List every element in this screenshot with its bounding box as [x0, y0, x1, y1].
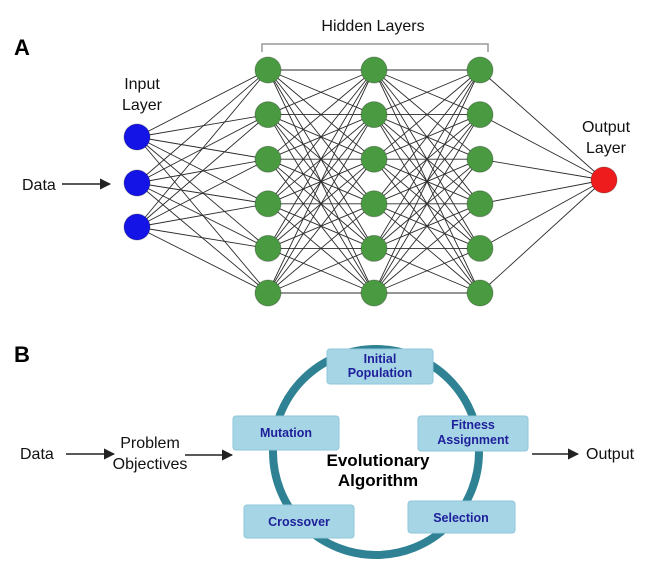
network-edge — [136, 69, 269, 228]
network-edge — [373, 69, 481, 205]
network-edge — [373, 203, 481, 294]
network-nodes — [123, 56, 618, 307]
hidden-node — [254, 279, 282, 307]
step-box — [232, 415, 340, 451]
network-edge — [267, 69, 375, 249]
step-fitness-assignment: Fitness Assignment — [417, 415, 529, 452]
network-edge — [267, 69, 375, 205]
step-label-line1: Fitness — [451, 418, 495, 432]
step-selection: Selection — [407, 500, 516, 534]
input-layer-label-line2: Layer — [122, 97, 163, 114]
network-edge — [267, 203, 375, 294]
step-crossover: Crossover — [243, 504, 355, 539]
network-edge — [267, 69, 375, 294]
step-label-line1: Initial — [364, 352, 397, 366]
hidden-node — [360, 279, 388, 307]
step-box — [407, 500, 516, 534]
center-label-line1: Evolutionary — [327, 451, 431, 470]
hidden-layers-label: Hidden Layers — [321, 18, 424, 35]
network-edge — [479, 179, 605, 205]
hidden-node — [466, 190, 494, 218]
network-edge — [479, 158, 605, 181]
hidden-node — [360, 234, 388, 262]
hidden-layers-bracket — [261, 43, 489, 52]
step-label-line2: Population — [348, 366, 413, 380]
panel-b-data-label: Data — [20, 446, 54, 463]
network-edge — [373, 114, 481, 294]
network-edge — [136, 203, 269, 228]
hidden-node — [466, 145, 494, 173]
hidden-node — [254, 234, 282, 262]
network-edge — [479, 69, 605, 181]
step-label-line2: Assignment — [437, 433, 509, 447]
network-edge — [479, 179, 605, 249]
hidden-node — [466, 56, 494, 84]
step-label: Mutation — [260, 426, 312, 440]
step-box — [243, 504, 355, 539]
problem-objectives-line1: Problem — [120, 435, 180, 452]
step-label: Crossover — [268, 515, 330, 529]
hidden-node — [360, 145, 388, 173]
center-label-line2: Algorithm — [338, 471, 418, 490]
network-edge — [373, 158, 481, 294]
network-edge — [136, 158, 269, 228]
hidden-node — [360, 190, 388, 218]
hidden-node — [254, 101, 282, 129]
network-edge — [267, 69, 375, 116]
input-node — [123, 123, 151, 151]
problem-objectives-line2: Objectives — [113, 456, 188, 473]
hidden-node — [254, 56, 282, 84]
network-edge — [267, 247, 375, 294]
network-edge — [479, 114, 605, 181]
panel-b: B Evolutionary Algorithm Data Problem Ob… — [14, 342, 635, 559]
network-edge — [136, 69, 269, 184]
output-layer-label-line2: Layer — [586, 140, 627, 157]
network-edge — [373, 69, 481, 249]
panel-a: A Hidden Layers Input Layer Output Layer… — [14, 18, 631, 307]
hidden-node — [360, 56, 388, 84]
hidden-node — [466, 234, 494, 262]
input-layer-label-line1: Input — [124, 76, 160, 93]
input-node — [123, 213, 151, 241]
output-node — [590, 166, 618, 194]
network-edge — [373, 69, 481, 160]
panel-a-label: A — [14, 35, 30, 60]
network-edge — [136, 226, 269, 249]
input-node — [123, 169, 151, 197]
hidden-node — [466, 279, 494, 307]
network-edge — [136, 114, 269, 138]
step-mutation: Mutation — [232, 415, 340, 451]
hidden-node — [360, 101, 388, 129]
network-edge — [267, 69, 375, 160]
network-edge — [479, 179, 605, 294]
network-edge — [267, 114, 375, 294]
output-layer-label-line1: Output — [582, 119, 631, 136]
step-label: Selection — [433, 511, 489, 525]
network-edge — [136, 114, 269, 228]
panel-a-data-label: Data — [22, 177, 56, 194]
network-edge — [267, 158, 375, 294]
network-edge — [136, 226, 269, 294]
network-edge — [373, 247, 481, 294]
network-edge — [373, 69, 481, 294]
hidden-node — [254, 145, 282, 173]
hidden-node — [466, 101, 494, 129]
step-box — [326, 348, 434, 385]
output-label: Output — [586, 446, 635, 463]
step-box — [417, 415, 529, 452]
network-edge — [373, 69, 481, 116]
step-initial-population: Initial Population — [326, 348, 434, 385]
network-edges — [136, 69, 605, 294]
hidden-node — [254, 190, 282, 218]
network-edge — [136, 69, 269, 138]
panel-b-label: B — [14, 342, 30, 367]
